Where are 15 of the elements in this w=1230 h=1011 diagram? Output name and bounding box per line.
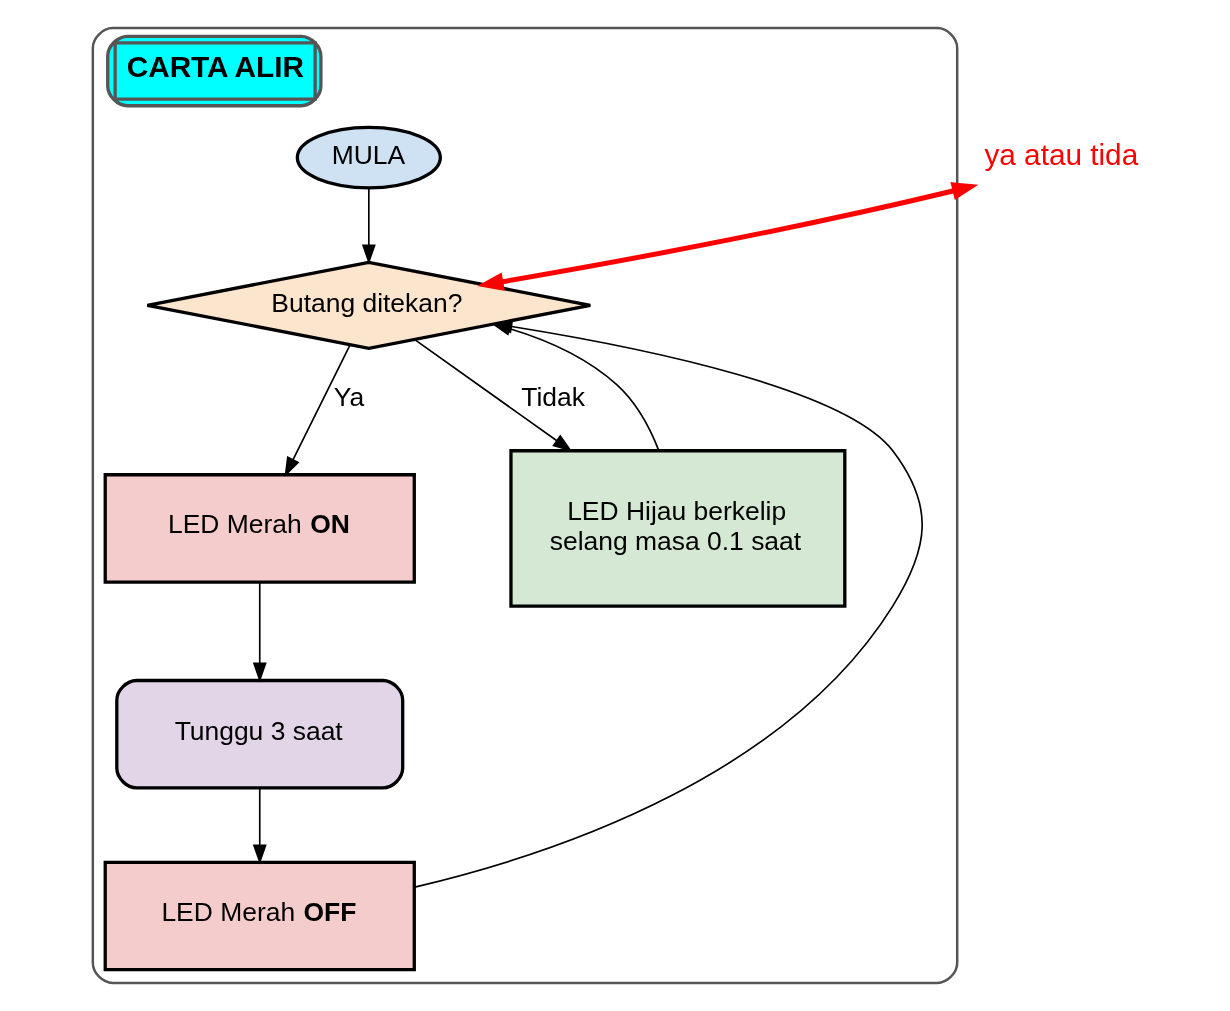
- arrow: [252, 581, 267, 683]
- node-diamond: Butang ditekan?: [145, 260, 592, 350]
- arrow: [252, 787, 267, 865]
- node-box: LED Hijau berkelip selang masa 0.1 saat: [508, 449, 846, 608]
- node-box: LED Merah ON: [103, 473, 416, 584]
- edge-label: Tidak: [520, 381, 585, 412]
- arrow: [413, 339, 572, 452]
- node-box: LED Merah OFF: [103, 860, 416, 972]
- arrow: [361, 187, 376, 265]
- node-box: Tunggu 3 saat: [114, 678, 404, 790]
- node-ellipse: MULA: [295, 125, 442, 190]
- arrow: [476, 182, 978, 291]
- node-text: ya atau tida: [983, 137, 1138, 171]
- arrow: [284, 343, 351, 477]
- edge-label: Ya: [333, 381, 364, 412]
